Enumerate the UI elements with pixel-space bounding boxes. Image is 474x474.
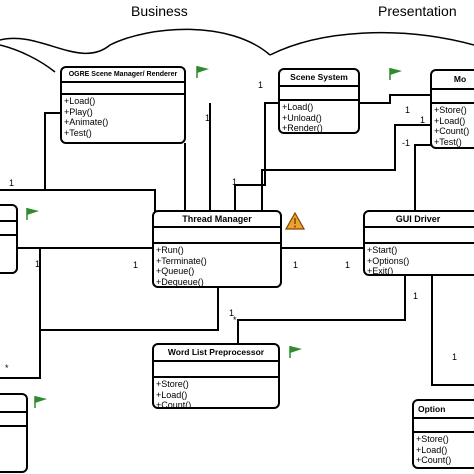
operation: +Animate() <box>64 117 109 127</box>
class-gui-driver[interactable]: GUI Driver +Start() +Options() +Exit() <box>363 210 474 276</box>
scene-thread-link <box>234 102 280 212</box>
class-title: Word List Preprocessor <box>154 345 278 362</box>
operation: +Count() <box>434 126 470 136</box>
green-flag-icon <box>34 396 47 408</box>
multiplicity-label: 1 <box>133 260 139 270</box>
multiplicity-label: 1 <box>229 308 235 318</box>
zone-label-presentation: Presentation <box>378 3 457 19</box>
multiplicity-label: 1 <box>35 259 41 269</box>
attributes-compartment <box>432 90 474 104</box>
multiplicity-label: 1 <box>258 80 264 90</box>
model-thread-link <box>261 124 432 212</box>
class-word-list-preprocessor[interactable]: Word List Preprocessor +Store() +Load() … <box>152 343 280 409</box>
class-ogre-scene-manager[interactable]: OGRE Scene Manager/ Renderer +Load() +Pl… <box>60 66 186 144</box>
operation: +Queue() <box>156 266 195 276</box>
multiplicity-label: 1 <box>9 178 15 188</box>
operation: +Store() <box>416 434 449 444</box>
operation: +Test() <box>434 136 462 147</box>
attributes-compartment <box>414 419 474 433</box>
operation: +Store() <box>156 379 189 389</box>
class-title: OGRE Scene Manager/ Renderer <box>62 68 184 83</box>
left-package-arc <box>0 44 56 73</box>
class-left-partial-1[interactable] <box>0 204 18 274</box>
gui-options-link <box>431 270 474 386</box>
class-title <box>0 395 26 413</box>
business-package-arc <box>0 28 271 56</box>
green-flag-icon <box>26 208 39 220</box>
wordlist-options-link <box>237 270 406 345</box>
operation: +Load() <box>156 389 188 400</box>
operations-compartment: +Load() +Play() +Animate() +Test() <box>62 95 184 139</box>
operation: +Options() <box>367 255 410 266</box>
attributes-compartment <box>280 87 358 101</box>
multiplicity-label: 1 <box>232 177 238 187</box>
attributes-compartment <box>0 222 16 236</box>
class-thread-manager[interactable]: Thread Manager +Run() +Terminate() +Queu… <box>152 210 282 288</box>
left-thread-link <box>0 189 156 212</box>
operation: +Run() <box>156 245 184 255</box>
class-model-partial[interactable]: Mo +Store() +Load() +Count() +Test() <box>430 69 474 149</box>
operations-compartment: +Load() +Unload() +Render() <box>280 101 358 133</box>
multiplicity-label: 1 <box>293 260 299 270</box>
multiplicity-label: * <box>5 363 9 373</box>
multiplicity-label: 1 <box>420 115 426 125</box>
operation: +Render() <box>282 123 323 133</box>
presentation-package-arc <box>269 31 474 56</box>
class-left-partial-2[interactable] <box>0 393 28 473</box>
green-flag-icon <box>389 68 402 80</box>
multiplicity-label: 1 <box>205 113 211 123</box>
class-title <box>0 206 16 222</box>
operation: +Load() <box>416 444 448 455</box>
operation: +Load() <box>434 115 466 126</box>
operation: +Count() <box>416 455 452 465</box>
multiplicity-label: 1 <box>452 352 458 362</box>
multiplicity-label: -1 <box>402 138 411 148</box>
class-title: GUI Driver <box>365 212 474 228</box>
operation: +Play() <box>64 106 93 117</box>
class-title: Scene System <box>280 70 358 87</box>
class-title: Mo <box>432 71 474 90</box>
operation: +Load() <box>282 102 314 112</box>
operation: +Exit() <box>367 266 394 276</box>
operation: +Dequeue() <box>156 276 204 287</box>
warning-triangle-icon <box>285 212 305 230</box>
operation: +Terminate() <box>156 255 207 266</box>
zone-label-business: Business <box>131 3 188 19</box>
green-flag-icon <box>196 66 209 78</box>
operations-compartment: +Store() +Load() +Count() <box>414 433 474 467</box>
attributes-compartment <box>0 413 26 427</box>
operations-compartment: +Start() +Options() +Exit() <box>365 244 474 276</box>
operation: +Store() <box>434 105 467 115</box>
operations-compartment: +Store() +Load() +Count() +Test() <box>432 104 474 147</box>
model-gui-link <box>414 144 432 210</box>
operation: +Test() <box>64 127 92 138</box>
class-title: Option <box>414 401 474 419</box>
multiplicity-label: 1 <box>413 291 419 301</box>
class-scene-system[interactable]: Scene System +Load() +Unload() +Render() <box>278 68 360 134</box>
operation: +Count() <box>156 400 192 409</box>
class-options-partial[interactable]: Option +Store() +Load() +Count() <box>412 399 474 469</box>
operation: +Start() <box>367 245 398 255</box>
attributes-compartment <box>62 83 184 95</box>
operation: +Load() <box>64 96 96 106</box>
multiplicity-label: * <box>233 315 237 325</box>
operations-compartment: +Run() +Terminate() +Queue() +Dequeue() <box>154 244 280 287</box>
operations-compartment: +Store() +Load() +Count() <box>154 378 278 409</box>
attributes-compartment <box>154 362 278 378</box>
attributes-compartment <box>154 228 280 244</box>
scene-model-link <box>360 94 432 104</box>
green-flag-icon <box>289 346 302 358</box>
multiplicity-label: 1 <box>405 105 411 115</box>
attributes-compartment <box>365 228 474 244</box>
class-title: Thread Manager <box>154 212 280 228</box>
operation: +Unload() <box>282 112 322 123</box>
multiplicity-label: 1 <box>345 260 351 270</box>
